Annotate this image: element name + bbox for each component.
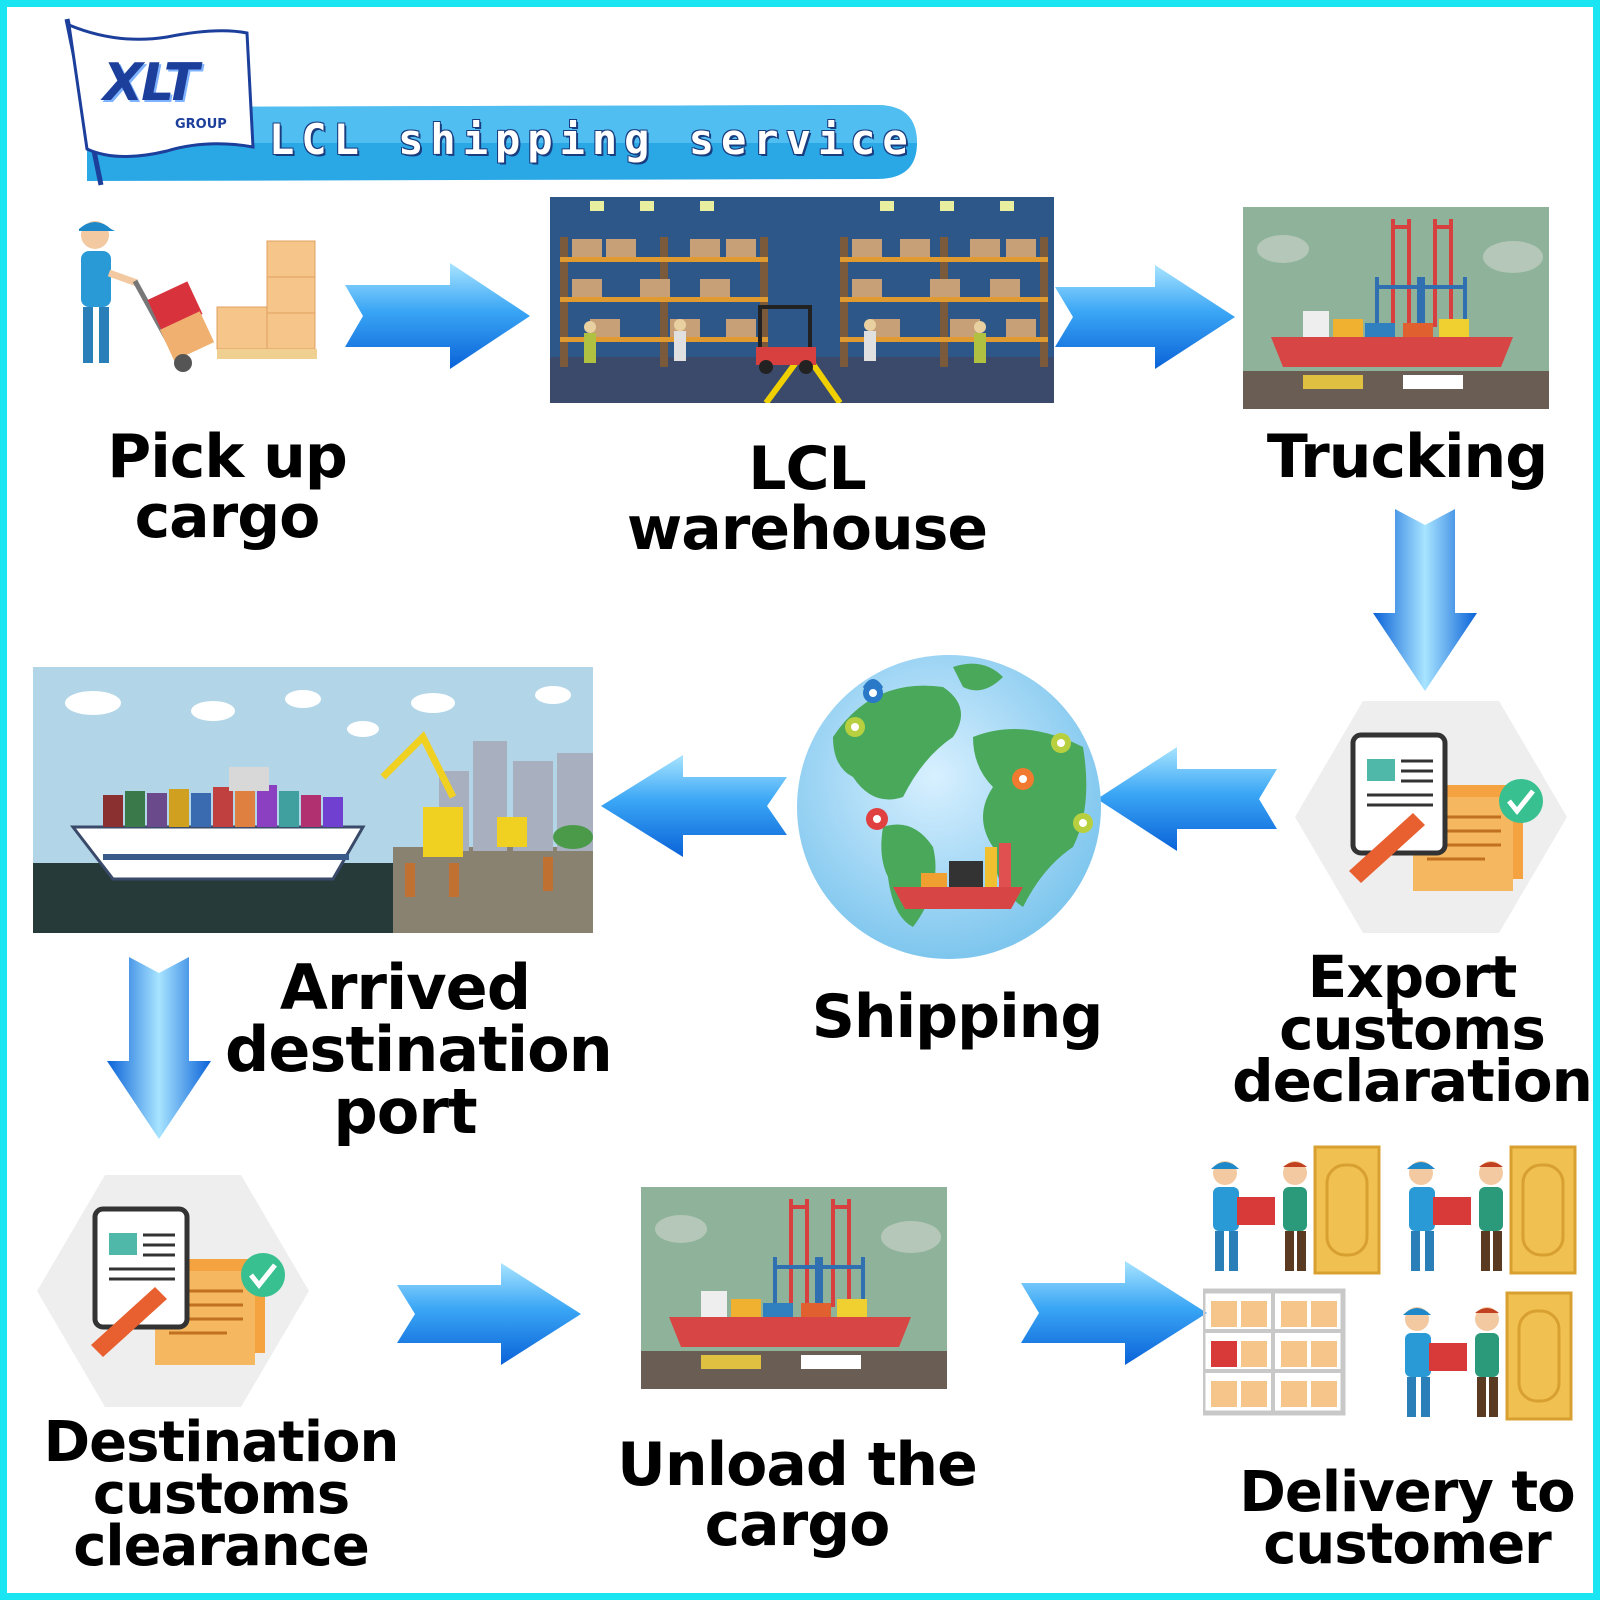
arrow-right — [1021, 1261, 1207, 1365]
arrow-right — [1055, 265, 1235, 369]
arrow-right — [345, 263, 530, 369]
step-label-unload-cargo: Unload the cargo — [617, 1430, 978, 1560]
step-label-arrived-port: Arrived destination port — [225, 951, 613, 1148]
arrow-down — [1373, 509, 1477, 691]
step-label-export-customs: Export customs declaration — [1232, 943, 1593, 1115]
step-label-pick-up-cargo: Pick up cargo — [107, 422, 348, 552]
shipping-globe-illustration — [793, 647, 1105, 967]
step-label-lcl-warehouse: LCL warehouse — [626, 434, 988, 564]
step-label-trucking: Trucking — [1266, 422, 1548, 492]
step-label-delivery-customer: Delivery to customer — [1239, 1460, 1575, 1577]
unload-cargo-illustration — [641, 1187, 947, 1389]
logo-subtext: GROUP — [175, 117, 227, 132]
destination-customs-illustration — [37, 1175, 309, 1407]
header-banner — [57, 17, 927, 187]
arrow-left — [601, 755, 787, 857]
logo: XLT — [103, 53, 199, 113]
step-label-shipping: Shipping — [811, 982, 1104, 1052]
step-label-destination-customs: Destination customs clearance — [43, 1410, 400, 1579]
destination-port-illustration — [33, 667, 593, 933]
arrow-left — [1097, 747, 1277, 851]
export-customs-illustration — [1295, 701, 1567, 933]
lcl-warehouse-illustration — [550, 197, 1054, 403]
arrow-right — [397, 1263, 581, 1365]
page-title: LCL shipping service — [269, 115, 915, 164]
arrow-down — [107, 957, 211, 1139]
pickup-cargo-illustration — [57, 215, 327, 385]
trucking-illustration — [1243, 207, 1549, 409]
delivery-customer-illustration — [1203, 1137, 1583, 1427]
